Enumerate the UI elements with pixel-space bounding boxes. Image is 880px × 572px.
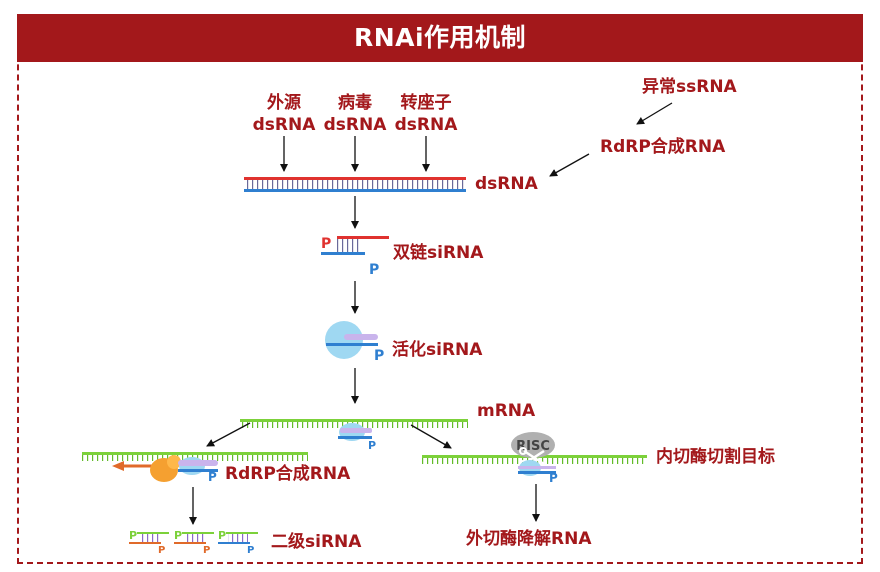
arrow-to-rdrp-branch <box>206 422 251 447</box>
page-title: RNAi作用机制 <box>17 14 863 62</box>
secondary-sirna-1: P P <box>129 529 169 556</box>
svg-text:P: P <box>368 439 376 452</box>
phosphate-bottom: P <box>369 262 379 278</box>
arrow-rdrp-top <box>549 153 590 177</box>
source-exogenous-name: 外源 <box>267 93 301 113</box>
source-virus-name: 病毒 <box>338 93 372 113</box>
label-rdrp-top: RdRP合成RNA <box>600 137 726 157</box>
dsrna-duplex <box>244 177 466 192</box>
active-sirna-icon: P <box>325 321 384 364</box>
label-rdrp-left: RdRP合成RNA <box>225 464 351 484</box>
label-double-sirna: 双链siRNA <box>393 243 484 263</box>
label-endonuclease: 内切酶切割目标 <box>656 447 775 467</box>
svg-text:P: P <box>129 529 137 542</box>
secondary-sirna-icons: P P P P P P <box>129 529 258 556</box>
source-virus: 病毒 dsRNA <box>319 92 391 136</box>
svg-text:P: P <box>247 545 254 556</box>
risc-complex: RISC P <box>511 432 558 485</box>
phosphate-active: P <box>374 348 384 364</box>
mrna-bound-sirna: P <box>338 423 376 452</box>
svg-text:P: P <box>218 529 226 542</box>
source-exogenous: 外源 dsRNA <box>248 92 320 136</box>
label-mrna: mRNA <box>477 401 536 421</box>
rdrp-synthesis-strand: P <box>82 452 308 484</box>
svg-text:P: P <box>174 529 182 542</box>
label-secondary-sirna: 二级siRNA <box>271 532 362 552</box>
source-virus-type: dsRNA <box>323 115 387 135</box>
svg-text:P: P <box>208 470 217 484</box>
source-exogenous-type: dsRNA <box>252 115 316 135</box>
source-transposon-name: 转座子 <box>400 93 452 113</box>
label-aberrant-ssrna: 异常ssRNA <box>642 77 737 97</box>
svg-text:P: P <box>158 545 165 556</box>
label-exonuclease: 外切酶降解RNA <box>466 529 592 549</box>
double-sirna-icon: P P <box>321 236 389 278</box>
svg-text:P: P <box>203 545 210 556</box>
secondary-sirna-3: P P <box>218 529 258 556</box>
label-active-sirna: 活化siRNA <box>392 340 483 360</box>
risc-label: RISC <box>516 439 550 454</box>
arrow-to-cleavage-branch <box>410 424 452 449</box>
phosphate-top: P <box>321 236 331 252</box>
label-dsrna: dsRNA <box>475 174 538 194</box>
svg-text:P: P <box>549 471 558 485</box>
arrow-aberrant-ssrna <box>636 102 673 125</box>
source-transposon-type: dsRNA <box>394 115 458 135</box>
secondary-sirna-2: P P <box>174 529 214 556</box>
source-transposon: 转座子 dsRNA <box>390 92 462 136</box>
